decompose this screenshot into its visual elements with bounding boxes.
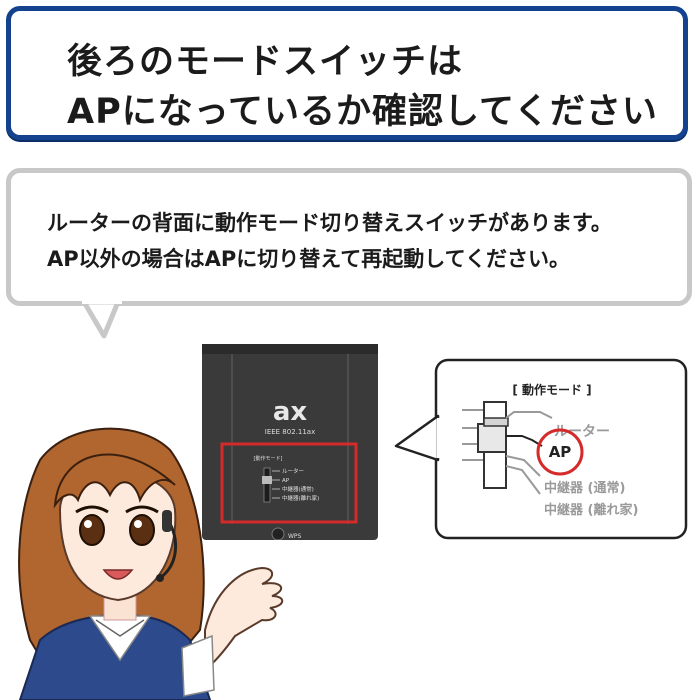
wps-button: [271, 527, 285, 540]
instruction-line-1: ルーターの背面に動作モード切り替えスイッチがあります。: [47, 211, 612, 235]
router-standard: IEEE 802.11ax: [265, 428, 315, 436]
zoom-mode-switch: [477, 423, 507, 453]
zoom-callout: [ 動作モード ] ルーター AP 中継器 (通常) 中継器 (離れ家): [394, 358, 688, 540]
support-agent-illustration: [18, 427, 284, 700]
router-mode-heading: [動作モード]: [254, 455, 283, 462]
zoom-mode-repeater: 中継器 (通常): [544, 480, 625, 496]
title-line-1: 後ろのモードスイッチは: [67, 42, 464, 82]
router-mode-repeater: 中継器(通常): [282, 485, 314, 493]
router-mode-switch: [262, 476, 272, 484]
zoom-mode-ap: AP: [549, 443, 572, 461]
speech-bubble: ルーターの背面に動作モード切り替えスイッチがあります。 AP以外の場合はAPに切…: [6, 168, 692, 306]
wps-label: WPS: [288, 533, 302, 540]
highlight-frame: [220, 442, 358, 524]
router-logo: ax: [273, 397, 308, 427]
ap-highlight-circle: [536, 428, 584, 476]
speech-bubble-tail: [82, 300, 122, 339]
zoom-heading: [ 動作モード ]: [512, 382, 591, 397]
router-mode-router: ルーター: [282, 467, 304, 475]
router-back-panel: ax IEEE 802.11ax [動作モード] ルーター AP 中継器(通常)…: [202, 344, 378, 540]
zoom-mode-repeater-far: 中継器 (離れ家): [544, 502, 638, 518]
router-mode-ap: AP: [282, 478, 290, 484]
zoom-mode-router: ルーター: [554, 424, 610, 440]
router-mode-repeater-far: 中継器(離れ家): [282, 494, 319, 502]
title-line-2: APになっているか確認してください: [67, 92, 658, 132]
router-body: [202, 344, 378, 540]
instruction-line-2: AP以外の場合はAPに切り替えて再起動してください。: [47, 247, 570, 271]
title-panel: 後ろのモードスイッチは APになっているか確認してください: [6, 6, 688, 140]
